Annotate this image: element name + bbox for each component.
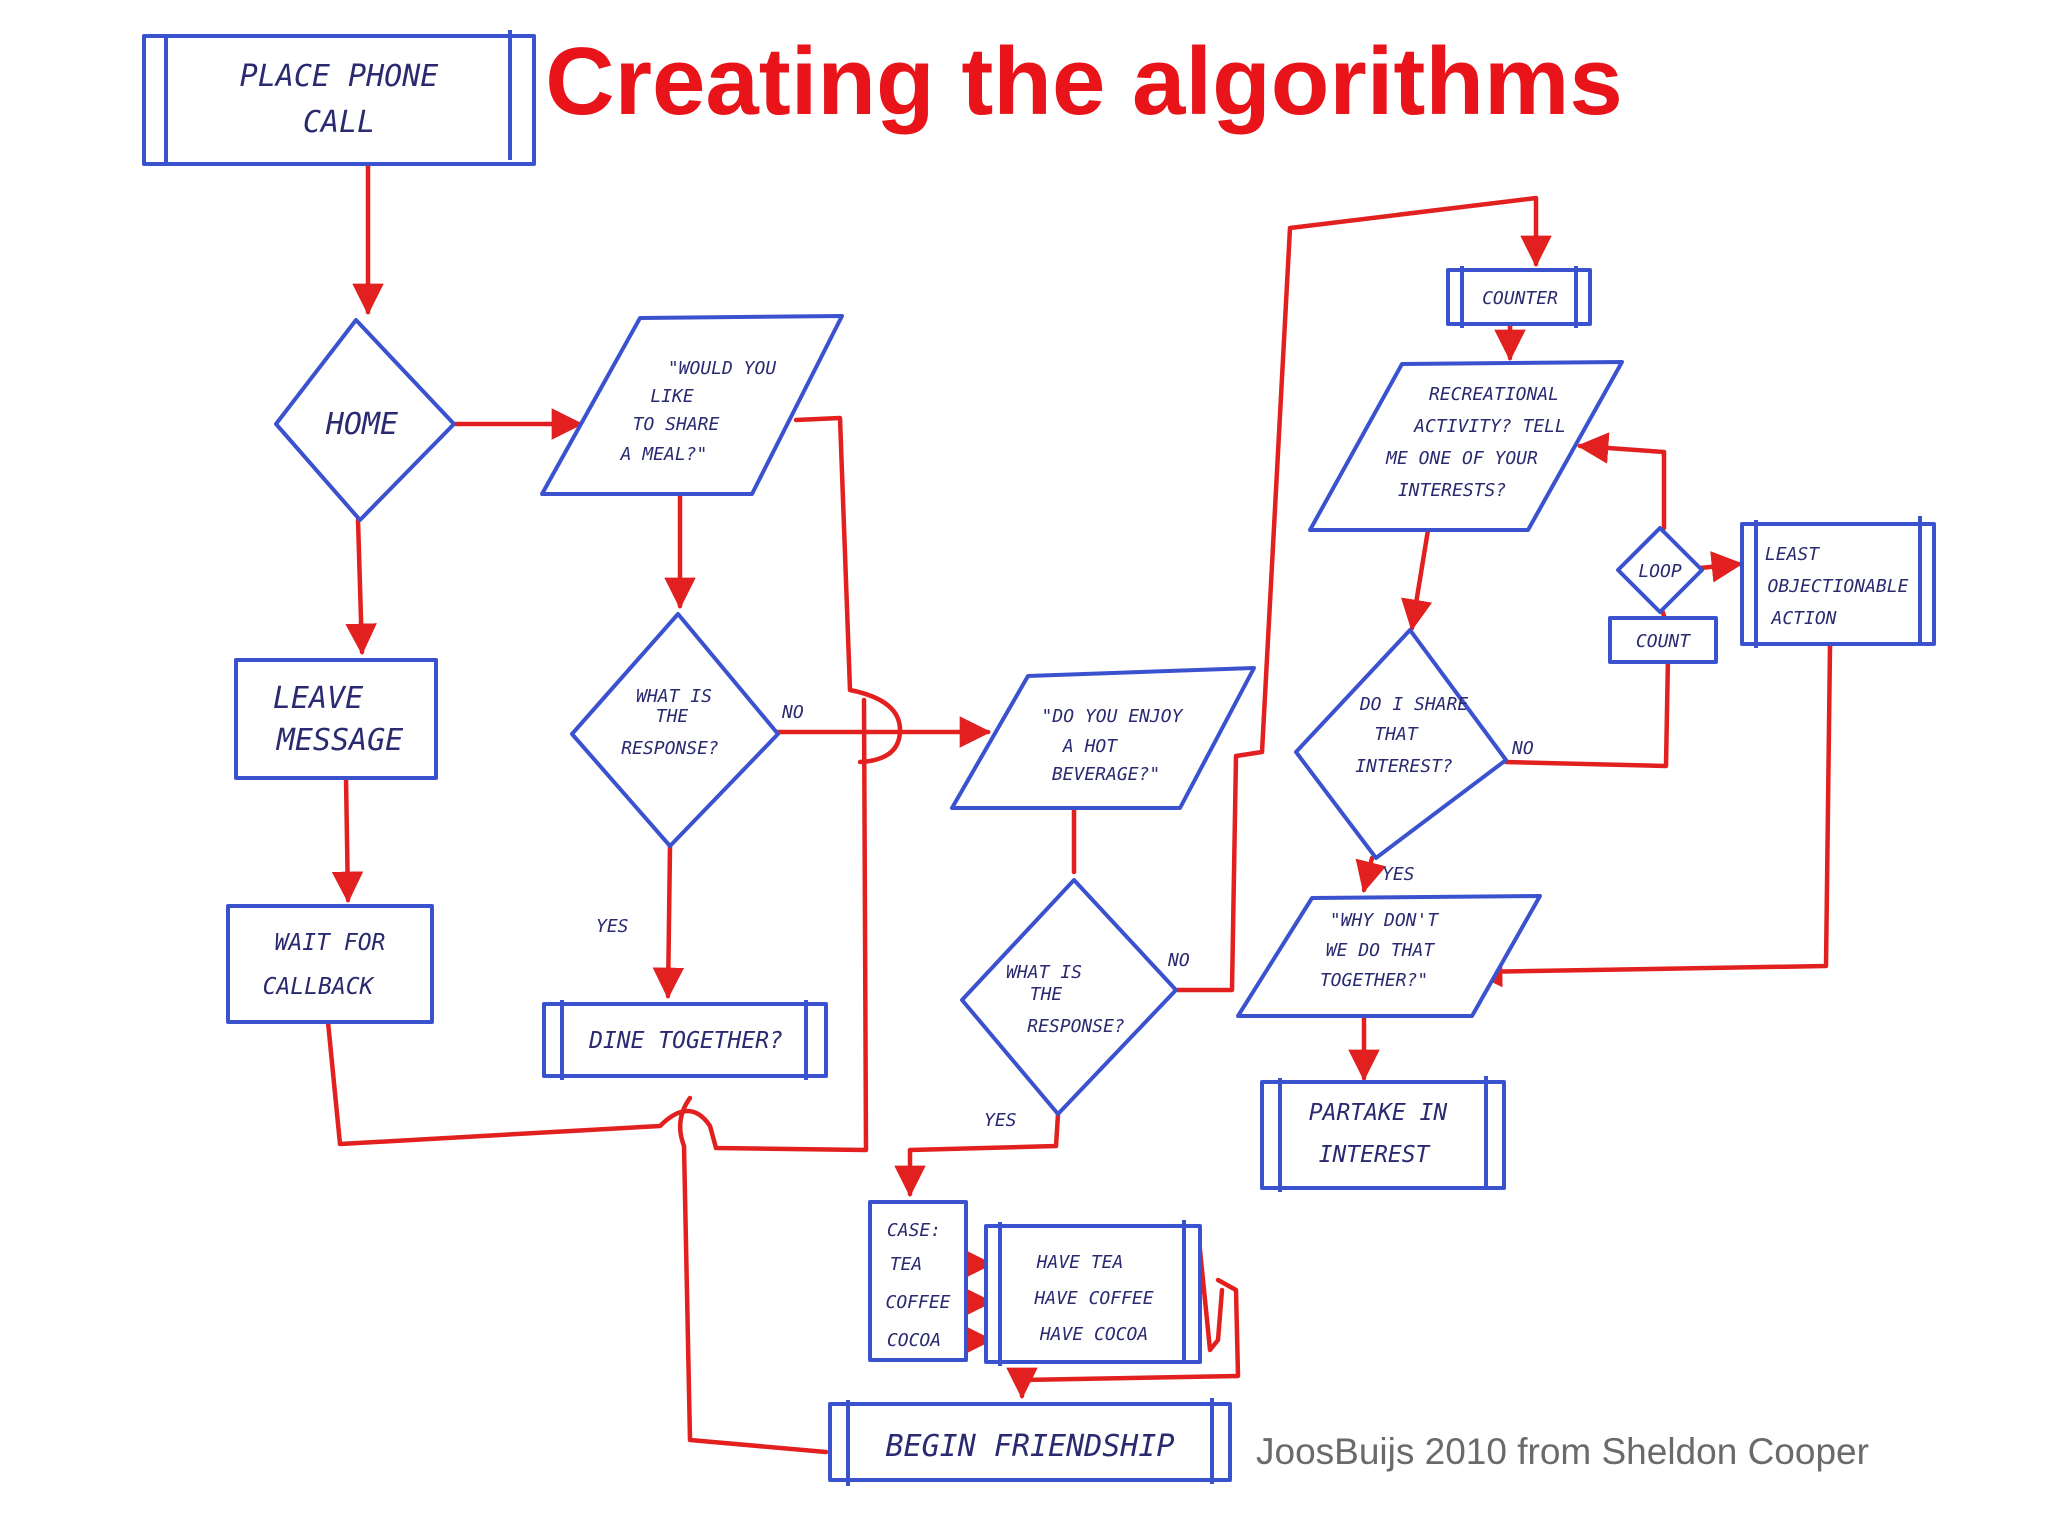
node-label: COFFEE [885, 1292, 950, 1313]
node-share-a-meal: "WOULD YOU LIKE TO SHARE A MEAL?" [540, 314, 844, 496]
node-label: INTEREST? [1355, 756, 1453, 777]
arrow-loop-to-recreational [1576, 432, 1667, 531]
arrow-response2-no [1175, 195, 1552, 993]
node-label: HAVE COCOA [1039, 1324, 1148, 1345]
node-have-drink: HAVE TEA HAVE COFFEE HAVE COCOA [984, 1220, 1202, 1366]
node-label: DO I SHARE [1359, 694, 1469, 715]
node-label: HOME [325, 407, 398, 442]
connector-arrows [325, 155, 1833, 1455]
credit-caption: JoosBuijs 2010 from Sheldon Cooper [1256, 1431, 1869, 1472]
node-label: HAVE TEA [1036, 1252, 1124, 1273]
node-label: CASE: [887, 1220, 941, 1241]
arrow-response-yes [652, 843, 685, 1000]
node-label: WHAT IS [1006, 962, 1082, 983]
node-label: HAVE COFFEE [1033, 1288, 1153, 1309]
node-home: HOME [274, 318, 456, 522]
arrow-response2-yes [894, 1111, 1061, 1198]
node-label: TO SHARE [633, 414, 720, 435]
node-label: RESPONSE? [621, 738, 719, 759]
arrow-meal-right-loop [793, 415, 903, 765]
node-dine-together: DINE TOGETHER? [542, 1000, 828, 1080]
node-label: LEAVE [273, 681, 363, 716]
node-begin-friendship: BEGIN FRIENDSHIP [828, 1398, 1232, 1486]
node-label: A HOT [1062, 736, 1118, 757]
arrow-wait-to-begin [325, 697, 869, 1153]
arrow-recreational-down [1401, 527, 1433, 632]
node-partake-in-interest: PARTAKE IN INTEREST [1260, 1076, 1506, 1192]
node-recreational-activity: RECREATIONAL ACTIVITY? TELL ME ONE OF YO… [1308, 360, 1624, 532]
node-label: ACTIVITY? TELL [1413, 416, 1566, 437]
edge-label-yes: YES [1382, 864, 1415, 885]
node-label: WHAT IS [636, 686, 712, 707]
node-case: CASE: TEA COFFEE COCOA [868, 1200, 968, 1362]
arrow-dine-to-begin [677, 1095, 829, 1455]
node-label: COCOA [887, 1330, 941, 1351]
node-label: WAIT FOR [275, 930, 386, 956]
node-leave-message: LEAVE MESSAGE [234, 658, 438, 780]
arrow-have-to-begin [1195, 1227, 1225, 1353]
node-label: LEAST [1765, 544, 1820, 565]
node-label: COUNT [1636, 631, 1691, 652]
node-response-2: WHAT IS THE RESPONSE? [960, 878, 1178, 1116]
arrow-have-merge [1006, 1277, 1241, 1400]
node-label: INTEREST [1319, 1142, 1431, 1168]
node-label: THAT [1374, 724, 1419, 745]
edge-label-no: NO [1511, 738, 1534, 759]
node-least-objectionable: LEAST OBJECTIONABLE ACTION [1740, 516, 1936, 648]
edge-label-no: NO [1167, 950, 1190, 971]
node-label: A MEAL?" [620, 444, 708, 465]
node-label: ME ONE OF YOUR [1385, 448, 1538, 469]
arrow-loop-to-least [1697, 551, 1744, 583]
arrow-share-yes [1355, 855, 1387, 894]
edge-label-yes: YES [984, 1110, 1017, 1131]
node-label: MESSAGE [276, 723, 403, 758]
node-loop: LOOP [1616, 526, 1704, 614]
node-label: BEVERAGE?" [1052, 764, 1160, 785]
node-why-dont-we: "WHY DON'T WE DO THAT TOGETHER?" [1236, 894, 1542, 1018]
node-label: LOOP [1638, 561, 1682, 582]
node-label: CALL [303, 105, 375, 140]
node-place-phone-call: PLACE PHONE CALL [142, 30, 536, 166]
node-label: OBJECTIONABLE [1768, 576, 1909, 597]
node-label: COUNTER [1482, 288, 1558, 309]
node-label: PLACE PHONE [240, 59, 439, 94]
node-label: "WHY DON'T [1330, 910, 1440, 931]
arrow-home-to-leave [345, 517, 377, 656]
node-counter: COUNTER [1446, 266, 1592, 328]
node-label: "DO YOU ENJOY [1042, 706, 1184, 727]
edge-labels: NO YES NO YES NO YES [596, 702, 1534, 1131]
node-label: WE DO THAT [1326, 940, 1436, 961]
node-label: THE [1030, 984, 1063, 1005]
edge-label-no: NO [781, 702, 804, 723]
node-label: TEA [890, 1254, 923, 1275]
node-label: TOGETHER?" [1320, 970, 1428, 991]
node-label: DINE TOGETHER? [588, 1028, 783, 1054]
node-label: BEGIN FRIENDSHIP [886, 1429, 1175, 1464]
node-response-1: WHAT IS THE RESPONSE? [570, 612, 780, 848]
node-label: RESPONSE? [1027, 1016, 1125, 1037]
node-count: COUNT [1608, 616, 1718, 664]
arrow-share-no [1503, 653, 1671, 769]
node-hot-beverage: "DO YOU ENJOY A HOT BEVERAGE?" [950, 666, 1256, 810]
edge-label-yes: YES [596, 916, 629, 937]
node-label: LIKE [650, 386, 694, 407]
arrow-leave-to-wait [331, 775, 364, 904]
node-label: ACTION [1770, 608, 1836, 629]
node-label: THE [656, 706, 689, 727]
arrow-least-to-why [1470, 643, 1833, 988]
node-label: "WOULD YOU [668, 358, 777, 379]
node-label: PARTAKE IN [1309, 1100, 1448, 1126]
node-label: INTERESTS? [1398, 480, 1506, 501]
node-label: CALLBACK [263, 974, 376, 1000]
slide-title: Creating the algorithms [545, 28, 1623, 135]
node-wait-for-callback: WAIT FOR CALLBACK [226, 904, 434, 1024]
node-label: RECREATIONAL [1429, 384, 1559, 405]
node-share-interest: DO I SHARE THAT INTEREST? [1294, 628, 1508, 860]
